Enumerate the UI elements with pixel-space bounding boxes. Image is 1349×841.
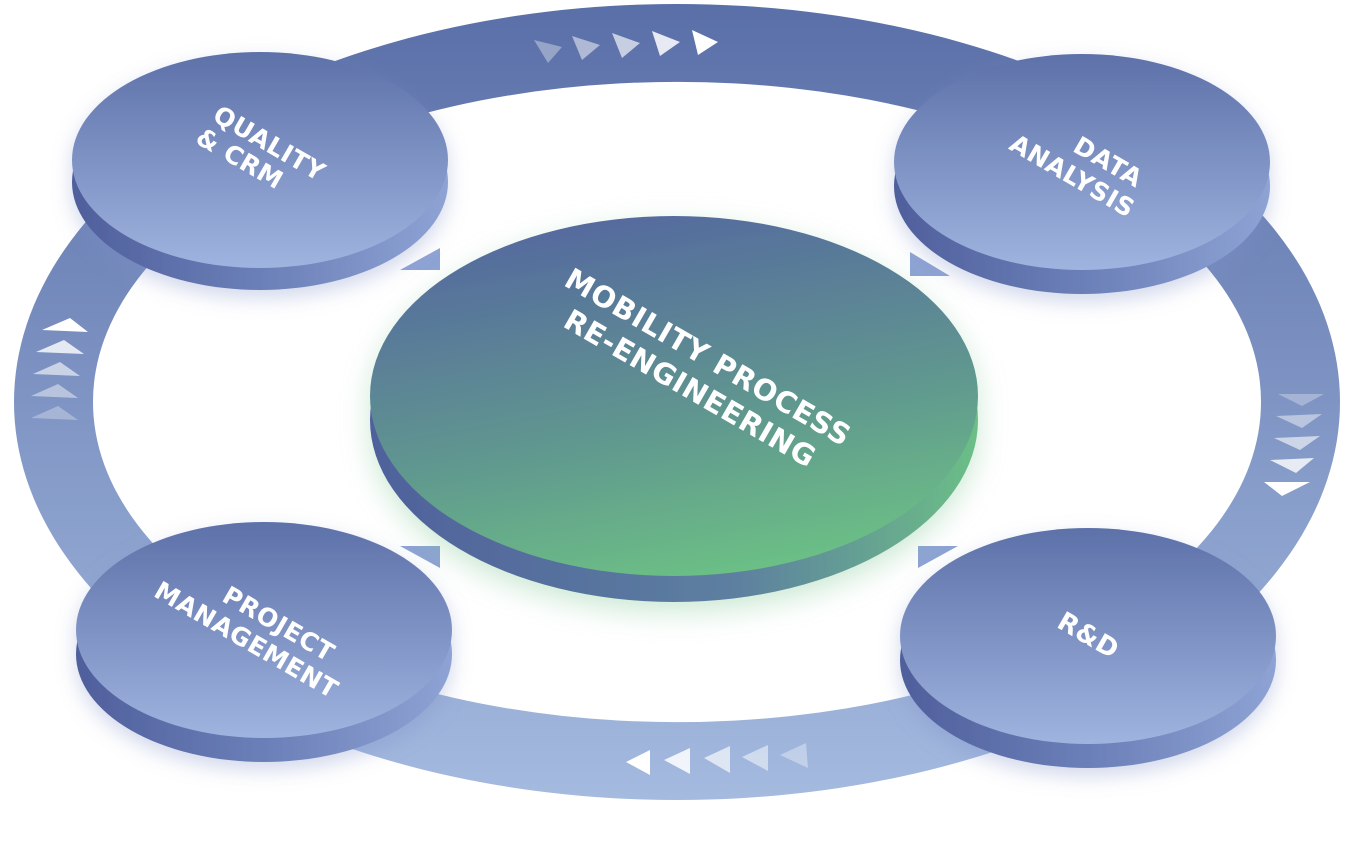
- arrow-icon: [704, 746, 730, 773]
- node-top: [76, 522, 452, 738]
- wedge-top-left: [400, 248, 440, 270]
- node-project-management[interactable]: [76, 522, 452, 762]
- arrow-icon: [780, 743, 808, 768]
- node-data-analysis[interactable]: [894, 54, 1270, 294]
- wedge-top-right: [910, 252, 950, 276]
- arrow-icon: [664, 748, 690, 774]
- arrow-icon: [652, 31, 680, 56]
- wedge-bottom-right: [918, 546, 958, 568]
- arrow-icon: [33, 362, 80, 376]
- right-arrows: [1264, 394, 1324, 496]
- arrow-icon: [572, 36, 600, 60]
- node-top: [72, 52, 448, 268]
- arrow-icon: [1278, 394, 1324, 406]
- arrow-icon: [534, 40, 562, 63]
- node-top: [900, 528, 1276, 744]
- arrow-icon: [31, 384, 78, 398]
- center-disc-top: [370, 216, 978, 576]
- arrow-icon: [1274, 436, 1320, 450]
- arrow-icon: [36, 340, 84, 354]
- connector-wedges: [400, 248, 958, 568]
- arrow-icon: [31, 406, 78, 420]
- arrow-icon: [1276, 414, 1322, 428]
- arrow-icon: [612, 33, 640, 58]
- top-arrows: [534, 30, 718, 63]
- arrow-icon: [1264, 482, 1310, 496]
- node-rd[interactable]: [900, 528, 1276, 768]
- wedge-bottom-left: [400, 546, 440, 568]
- center-disc: [370, 216, 978, 602]
- node-top: [894, 54, 1270, 270]
- arrow-icon: [742, 745, 768, 771]
- arrow-icon: [626, 750, 650, 775]
- left-arrows: [31, 318, 88, 420]
- arrow-icon: [692, 30, 718, 55]
- bottom-arrows: [626, 743, 808, 775]
- arrow-icon: [42, 318, 88, 332]
- node-quality-crm[interactable]: [72, 52, 448, 290]
- arrow-icon: [1270, 458, 1314, 473]
